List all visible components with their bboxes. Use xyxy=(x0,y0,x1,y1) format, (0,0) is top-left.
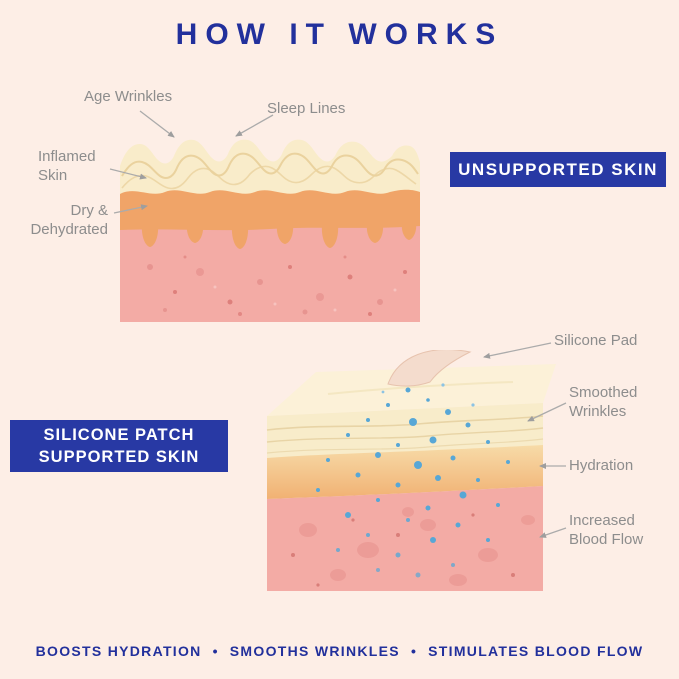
bullet-separator: • xyxy=(410,643,418,659)
dermis-layer xyxy=(267,486,543,591)
label-age-wrinkles: Age Wrinkles xyxy=(84,88,173,105)
hydration-layer xyxy=(267,445,543,499)
label-smoothed-wrinkles: Smoothed Wrinkles xyxy=(569,384,638,420)
benefits-footer: BOOSTS HYDRATION • SMOOTHS WRINKLES • STIMUL… xyxy=(0,643,679,659)
dermis-speckles xyxy=(291,513,515,587)
label-inflamed-skin: Inflamed Skin xyxy=(38,148,96,184)
smoothed-wrinkle-lines xyxy=(266,415,544,454)
page-title: HOW IT WORKS xyxy=(175,18,504,51)
top-face-sheen xyxy=(327,381,514,395)
label-hydration: Hydration xyxy=(569,457,634,474)
unsupported-skin-badge: UNSUPPORTED SKIN xyxy=(450,152,666,187)
bullet-separator: • xyxy=(212,643,219,659)
inflamed-layer-drips xyxy=(141,224,417,249)
blood-flow-blotches xyxy=(299,507,535,586)
benefit-item: BOOSTS HYDRATION xyxy=(35,643,202,659)
label-dry-dehydrated: Dry & Dehydrated xyxy=(30,202,108,238)
inflamed-layer xyxy=(120,189,420,231)
wrinkle-line xyxy=(121,152,419,179)
label-increased-blood-flow: Increased Blood Flow xyxy=(569,512,644,548)
skin-top-face xyxy=(267,364,556,416)
label-sleep-lines: Sleep Lines xyxy=(267,100,346,117)
benefit-item: SMOOTHS WRINKLES xyxy=(229,643,400,659)
silicone-pad-flap xyxy=(387,350,472,387)
supported-skin-illustration xyxy=(266,350,556,591)
benefit-item: STIMULATES BLOOD FLOW xyxy=(428,643,644,659)
wrinkle-line xyxy=(121,165,417,190)
dermis-speckles xyxy=(147,255,407,316)
label-silicone-pad: Silicone Pad xyxy=(554,332,638,349)
supported-skin-badge: SILICONE PATCH SUPPORTED SKIN xyxy=(10,420,228,472)
unsupported-skin-illustration xyxy=(120,139,420,322)
hydration-dots xyxy=(316,383,510,578)
